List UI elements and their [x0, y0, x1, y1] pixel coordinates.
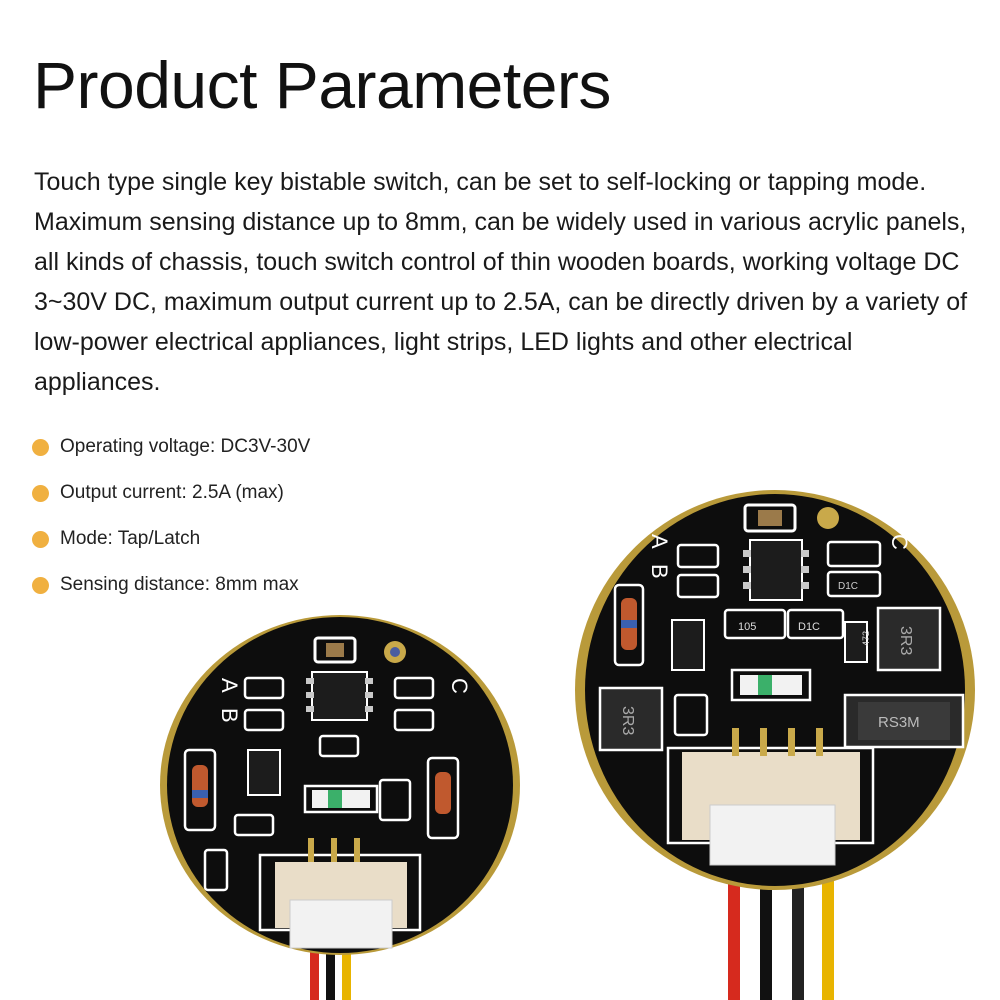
board-left-label-b: B [217, 708, 242, 723]
pcb-board-right-image: A B C D1C 105 D1C 472 [560, 480, 980, 1000]
bullet-dot-icon [32, 530, 49, 548]
page-title: Product Parameters [33, 48, 611, 122]
inductor-left-label: 3R3 [619, 706, 636, 735]
pcb-board-left-image: A B C [150, 600, 530, 1000]
chip-d1c-label: D1C [798, 621, 820, 633]
board-left-label-c: C [447, 678, 472, 694]
parameter-sensing-distance: Sensing distance: 8mm max [60, 574, 299, 595]
board-right-label-a: A [647, 534, 672, 549]
inductor-top-label: 3R3 [897, 626, 914, 655]
parameter-output-current: Output current: 2.5A (max) [60, 482, 284, 503]
bullet-dot-icon [32, 438, 49, 456]
diode-rs3m-label: RS3M [878, 714, 920, 731]
parameter-item: Output current: 2.5A (max) [32, 470, 310, 516]
parameter-operating-voltage: Operating voltage: DC3V-30V [60, 436, 311, 457]
board-right-label-b: B [647, 564, 672, 579]
chip-105-label: 105 [738, 621, 756, 633]
product-description: Touch type single key bistable switch, c… [34, 168, 968, 396]
parameter-item: Mode: Tap/Latch [32, 516, 310, 562]
board-right-label-c: C [887, 534, 912, 550]
parameter-item: Sensing distance: 8mm max [32, 562, 310, 608]
parameter-list: Operating voltage: DC3V-30V Output curre… [32, 424, 310, 608]
pcb-board-left-svg: A B C [160, 615, 520, 1000]
resistor-472-label: 472 [861, 631, 871, 646]
parameter-mode: Mode: Tap/Latch [60, 528, 201, 549]
parameter-item: Operating voltage: DC3V-30V [32, 424, 310, 470]
chip-d1c-label-2: D1C [838, 581, 858, 592]
bullet-dot-icon [32, 576, 49, 594]
board-left-label-a: A [217, 678, 242, 693]
pcb-board-right-svg: A B C D1C 105 D1C 472 [575, 490, 975, 1000]
bullet-dot-icon [32, 484, 49, 502]
